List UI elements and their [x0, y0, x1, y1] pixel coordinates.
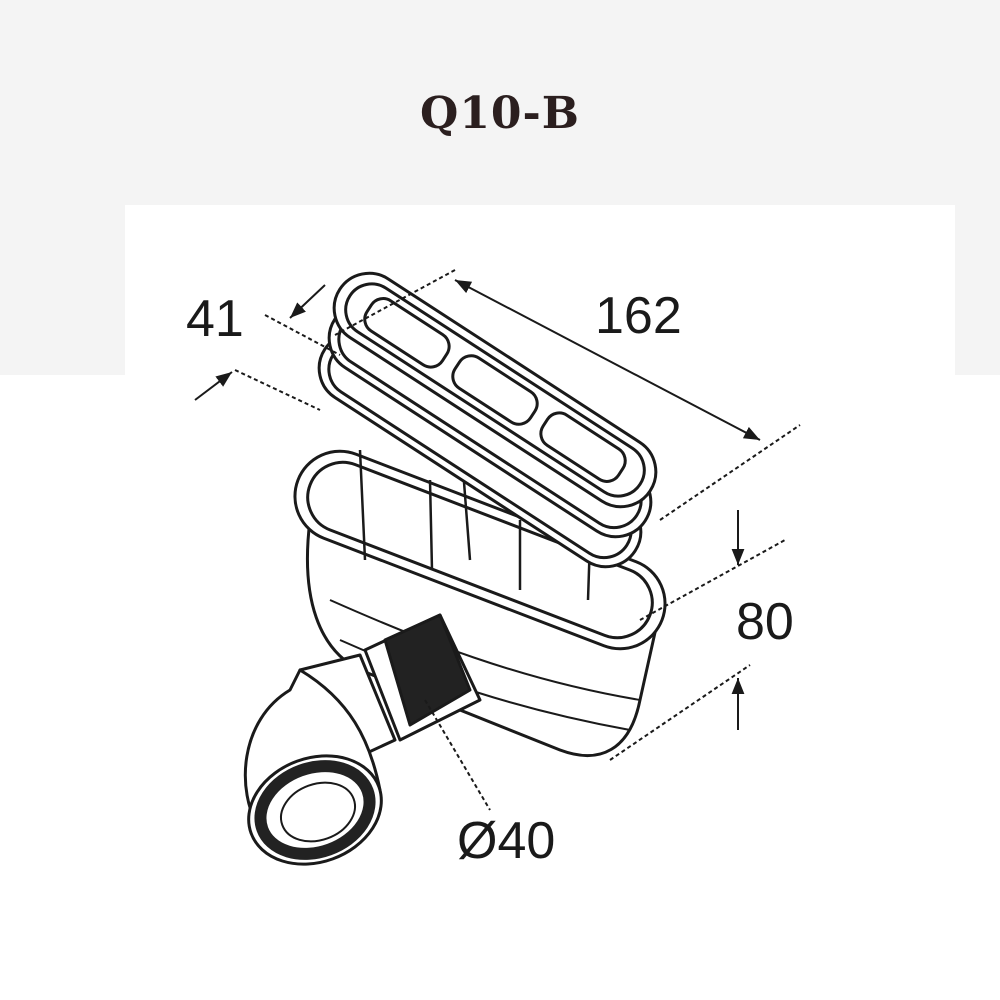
dimension-lines [194, 269, 801, 811]
height-dimension-label: 80 [736, 593, 794, 651]
outlet-pipe [243, 613, 482, 866]
outlet-diameter-label: Ø40 [457, 812, 556, 870]
length-dimension-label: 162 [595, 287, 682, 345]
model-title: Q10-B [419, 88, 580, 139]
depth-dimension-label: 41 [186, 290, 244, 348]
